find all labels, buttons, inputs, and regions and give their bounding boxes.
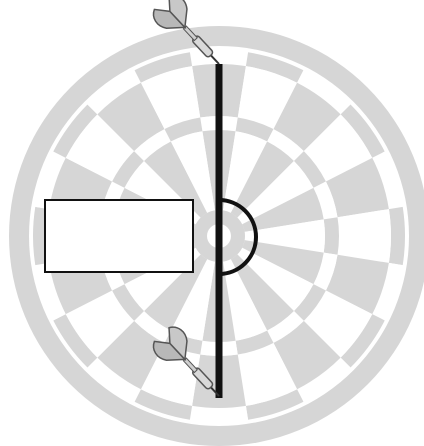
double-segment (190, 406, 248, 422)
answer-box[interactable] (44, 199, 194, 273)
double-segment (389, 207, 405, 265)
single-outer-segment (338, 209, 391, 263)
treble-segment (324, 217, 339, 255)
